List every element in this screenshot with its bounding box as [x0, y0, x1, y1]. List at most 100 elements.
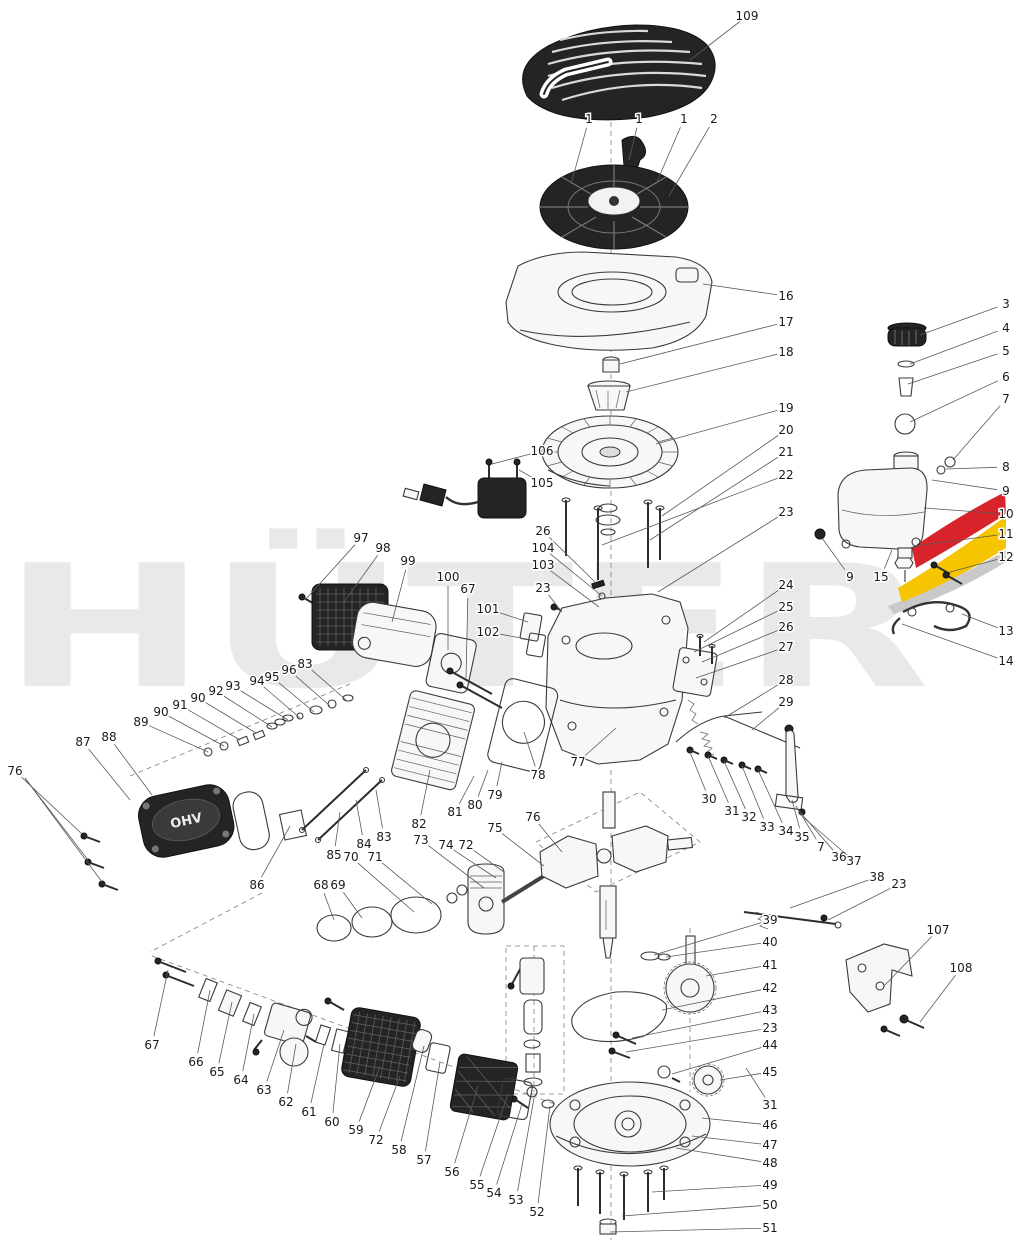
callout-44: 44	[762, 1038, 777, 1052]
leader-line	[570, 127, 587, 185]
callout-30: 30	[701, 792, 716, 806]
callout-69: 69	[330, 878, 345, 892]
callout-104: 104	[532, 541, 555, 555]
leader-line	[791, 799, 801, 829]
part-top-cover	[522, 24, 716, 121]
leader-line	[909, 330, 998, 365]
leader-line	[453, 849, 497, 879]
leader-line	[628, 127, 638, 161]
leader-line	[261, 825, 291, 878]
callout-64: 64	[233, 1073, 248, 1087]
leader-line	[799, 811, 834, 851]
leader-line	[707, 755, 729, 803]
callout-4: 4	[1002, 321, 1010, 335]
part-carburetor-chain	[154, 957, 533, 1121]
callout-6: 6	[1002, 370, 1010, 384]
callout-37: 37	[846, 854, 861, 868]
part-throttle-lever	[774, 724, 806, 816]
callout-18: 18	[778, 345, 793, 359]
leader-line	[263, 686, 301, 719]
leader-line	[168, 715, 225, 747]
part-oil-sensor	[507, 957, 555, 1109]
leader-line	[631, 1011, 762, 1039]
callout-91: 91	[172, 698, 187, 712]
callout-108: 108	[950, 961, 973, 975]
leader-line	[827, 887, 892, 921]
callout-90: 90	[153, 705, 168, 719]
leader-line	[952, 405, 1001, 461]
leader-line	[496, 761, 503, 787]
callout-25: 25	[778, 600, 793, 614]
leader-line	[883, 936, 933, 987]
callout-31: 31	[762, 1098, 777, 1112]
callout-72: 72	[458, 838, 473, 852]
leader-line	[653, 922, 762, 956]
leader-line	[278, 682, 315, 713]
leader-line	[675, 1147, 762, 1162]
leader-line	[479, 1093, 509, 1177]
leader-line	[757, 769, 783, 823]
callout-51: 51	[762, 1221, 777, 1235]
leader-line	[549, 537, 597, 584]
callout-7: 7	[1002, 392, 1010, 406]
leader-line	[311, 669, 347, 701]
callout-41: 41	[762, 958, 777, 972]
leader-line	[803, 817, 848, 856]
part-blower-housing	[505, 251, 713, 351]
logo-gray-band	[888, 550, 1006, 614]
callout-47: 47	[762, 1138, 777, 1152]
callout-23: 23	[535, 581, 550, 595]
leader-line	[21, 776, 83, 835]
leader-line	[745, 1067, 766, 1098]
callout-77: 77	[570, 755, 585, 769]
callout-81: 81	[447, 805, 462, 819]
leader-line	[661, 434, 779, 517]
leader-line	[913, 534, 998, 547]
callout-59: 59	[348, 1123, 363, 1137]
part-governor-gear	[691, 1063, 725, 1097]
callout-67: 67	[144, 1038, 159, 1052]
callout-49: 49	[762, 1178, 777, 1192]
leader-line	[517, 1097, 535, 1192]
leader-line	[420, 769, 431, 816]
part-valve-cover: OHV	[137, 784, 235, 858]
leader-line	[477, 769, 489, 797]
leader-line	[907, 353, 998, 385]
callout-24: 24	[778, 578, 793, 592]
part-pushrods	[278, 766, 386, 844]
callout-52: 52	[529, 1205, 544, 1219]
part-muffler	[298, 583, 503, 709]
callout-9: 9	[1002, 484, 1010, 498]
callout-53: 53	[508, 1193, 523, 1207]
leader-line	[548, 594, 563, 613]
leader-line	[923, 507, 998, 514]
leader-line	[205, 702, 257, 734]
leader-line	[609, 1227, 762, 1233]
callout-21: 21	[778, 445, 793, 459]
callout-67: 67	[460, 582, 475, 596]
leader-line	[649, 456, 779, 541]
callout-23: 23	[762, 1021, 777, 1035]
callout-84: 84	[356, 837, 371, 851]
callout-27: 27	[778, 640, 793, 654]
leader-line	[496, 633, 533, 641]
callout-48: 48	[762, 1156, 777, 1170]
callout-20: 20	[778, 423, 793, 437]
callout-1: 1	[680, 112, 688, 126]
callout-7: 7	[817, 840, 825, 854]
leader-line	[661, 989, 762, 1011]
leader-line	[931, 479, 998, 491]
callout-16: 16	[778, 289, 793, 303]
logo-red-band	[912, 492, 1006, 568]
leader-line	[518, 469, 535, 479]
callout-103: 103	[532, 558, 555, 572]
leader-line	[701, 1117, 762, 1125]
leader-line	[549, 553, 603, 597]
leader-line	[523, 731, 536, 767]
leader-line	[242, 1013, 255, 1072]
callout-80: 80	[467, 798, 482, 812]
callout-54: 54	[486, 1186, 501, 1200]
part-piston	[467, 863, 505, 935]
